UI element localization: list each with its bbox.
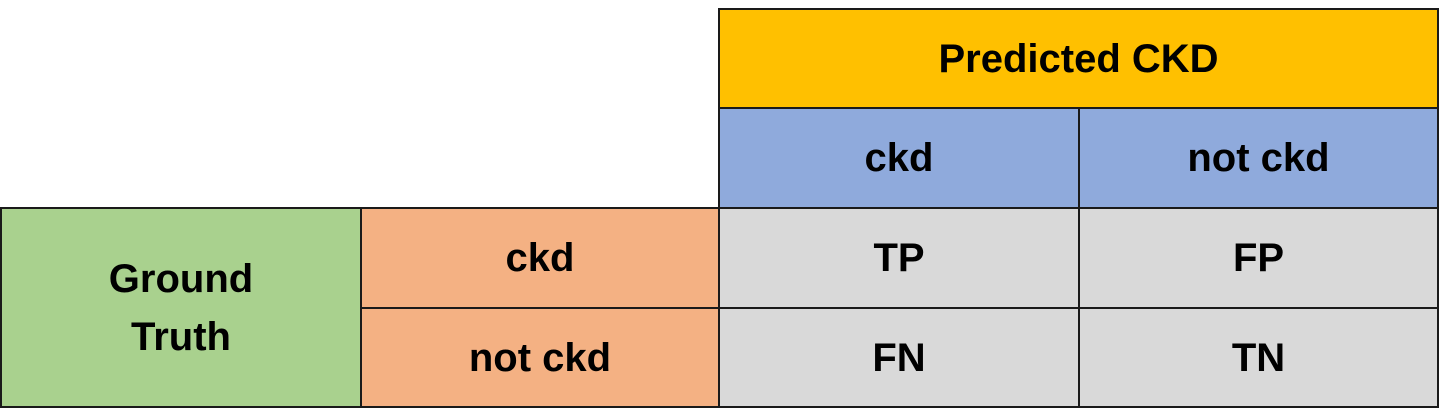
predicted-class-ckd: ckd (718, 107, 1080, 209)
ground-truth-header: Ground Truth (0, 207, 362, 408)
predicted-class-not-ckd: not ckd (1078, 107, 1439, 209)
matrix-cell-tp: TP (718, 207, 1080, 309)
matrix-cell-tn: TN (1078, 307, 1439, 408)
matrix-cell-fn: FN (718, 307, 1080, 408)
ground-truth-class-ckd: ckd (360, 207, 720, 309)
ground-truth-class-not-ckd: not ckd (360, 307, 720, 408)
predicted-header: Predicted CKD (718, 8, 1439, 109)
matrix-cell-fp: FP (1078, 207, 1439, 309)
